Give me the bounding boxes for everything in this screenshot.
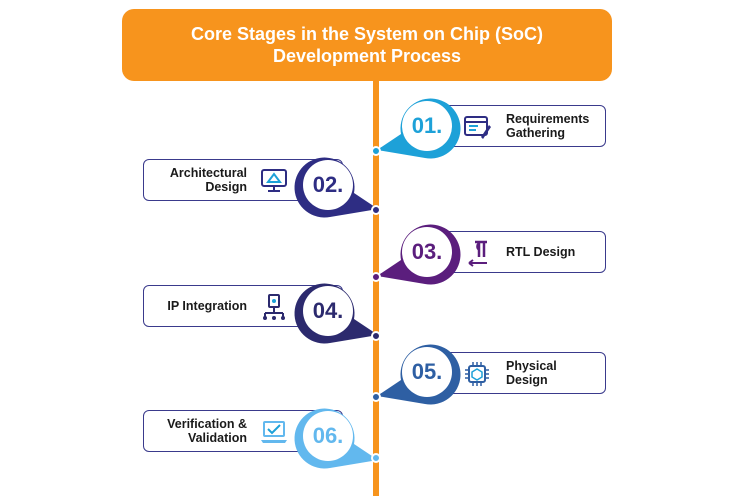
stage-4-pin-marker: [294, 283, 378, 344]
architecture-monitor-icon: [260, 167, 288, 195]
stage-2-number: 02.: [312, 172, 344, 197]
stage-6-number: 06.: [312, 423, 344, 448]
stage-2-label: Architectural Design: [169, 166, 247, 194]
timeline-line: [373, 80, 379, 496]
stage-3-number: 03.: [411, 239, 443, 264]
ip-integration-icon: [260, 293, 288, 321]
title-banner: Core Stages in the System on Chip (SoC) …: [122, 9, 612, 81]
stage-3-pin-marker: [377, 224, 461, 285]
stage-6-pin-marker: [294, 408, 378, 469]
requirements-document-icon: [463, 113, 491, 141]
stage-1-timeline-dot: [371, 146, 381, 156]
chip-cube-icon: [463, 360, 491, 388]
stage-5-label: Physical Design: [506, 359, 557, 387]
rtl-paragraph-icon: [463, 239, 491, 267]
stage-5-number: 05.: [411, 359, 443, 384]
stage-4-label: IP Integration: [167, 299, 247, 313]
stage-2-timeline-dot: [371, 205, 381, 215]
stage-1-label: Requirements Gathering: [506, 112, 590, 140]
verification-laptop-icon: [260, 418, 288, 446]
stage-6-label: Verification & Validation: [167, 417, 247, 445]
stage-3-timeline-dot: [371, 272, 381, 282]
stage-1-pin-marker: [377, 98, 461, 159]
stage-2-pin-marker: [294, 157, 378, 218]
stage-5-pin-marker: [377, 344, 461, 405]
stage-6-timeline-dot: [371, 453, 381, 463]
title-line-1: Core Stages in the System on Chip (SoC): [190, 24, 544, 44]
stage-1-number: 01.: [411, 113, 443, 138]
title-line-2: Development Process: [272, 46, 462, 66]
stage-5-timeline-dot: [371, 392, 381, 402]
stage-4-timeline-dot: [371, 331, 381, 341]
stage-4-number: 04.: [312, 298, 344, 323]
stage-3-label: RTL Design: [506, 245, 576, 259]
